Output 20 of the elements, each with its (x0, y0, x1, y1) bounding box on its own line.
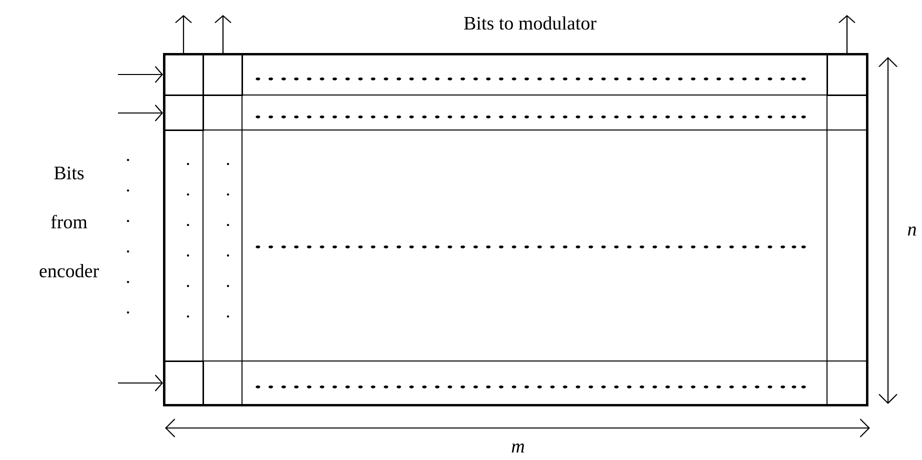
matrix-cell (163, 95, 204, 131)
ellipsis-row: …………………………………….. (256, 78, 806, 80)
arrow (118, 66, 163, 83)
input-label: Bits from encoder (40, 166, 99, 278)
arrow (118, 104, 163, 122)
dimension-label: n (908, 226, 916, 236)
matrix-cell (203, 53, 243, 96)
ellipsis-row: …………………………………….. (256, 386, 806, 388)
arrow (118, 374, 163, 392)
dimension-label: m (512, 444, 524, 452)
matrix-cell (163, 361, 204, 405)
output-label: Bits to modulator (464, 16, 596, 30)
matrix-box (163, 53, 868, 406)
arrow (175, 15, 192, 53)
arrow (838, 15, 856, 53)
ellipsis-row: …………………………………….. (256, 116, 806, 118)
ellipsis-row: …………………………………….. (256, 246, 806, 248)
matrix-cell (163, 53, 204, 96)
arrow (214, 15, 232, 53)
matrix-cell (827, 53, 867, 96)
